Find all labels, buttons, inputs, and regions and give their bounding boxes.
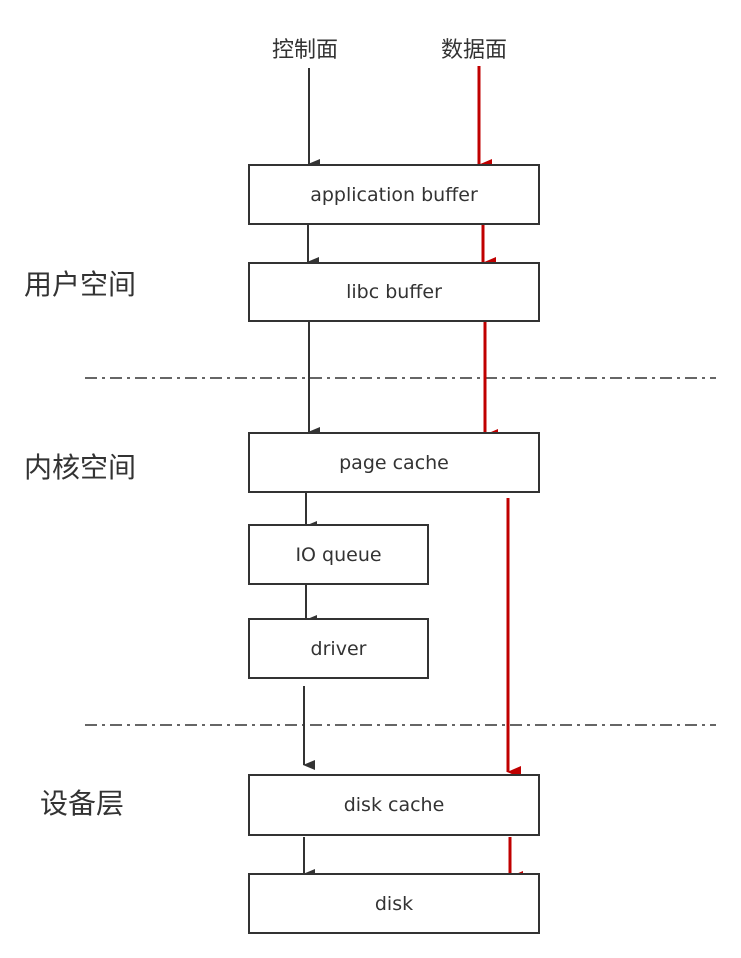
data-plane-heading: 数据面 [441,38,508,63]
io-queue-label: IO queue [295,543,382,566]
kernel-space-label: 内核空间 [24,451,137,484]
libc-buffer-box: libc buffer [248,262,540,322]
libc-buffer-label: libc buffer [346,281,442,303]
driver-box: driver [248,618,429,679]
device-layer-label: 设备层 [40,787,125,820]
page-cache-label: page cache [339,451,449,474]
page-cache-box: page cache [248,432,540,493]
control-plane-heading: 控制面 [272,38,339,63]
driver-label: driver [310,637,367,660]
disk-cache-label: disk cache [343,794,445,816]
io-queue-box: IO queue [248,524,429,585]
application-buffer-label: application buffer [310,183,478,206]
application-buffer-box: application buffer [248,164,540,225]
disk-cache-box: disk cache [248,774,540,836]
disk-box: disk [248,873,540,934]
disk-label: disk [374,892,414,915]
user-space-label: 用户空间 [24,268,137,301]
